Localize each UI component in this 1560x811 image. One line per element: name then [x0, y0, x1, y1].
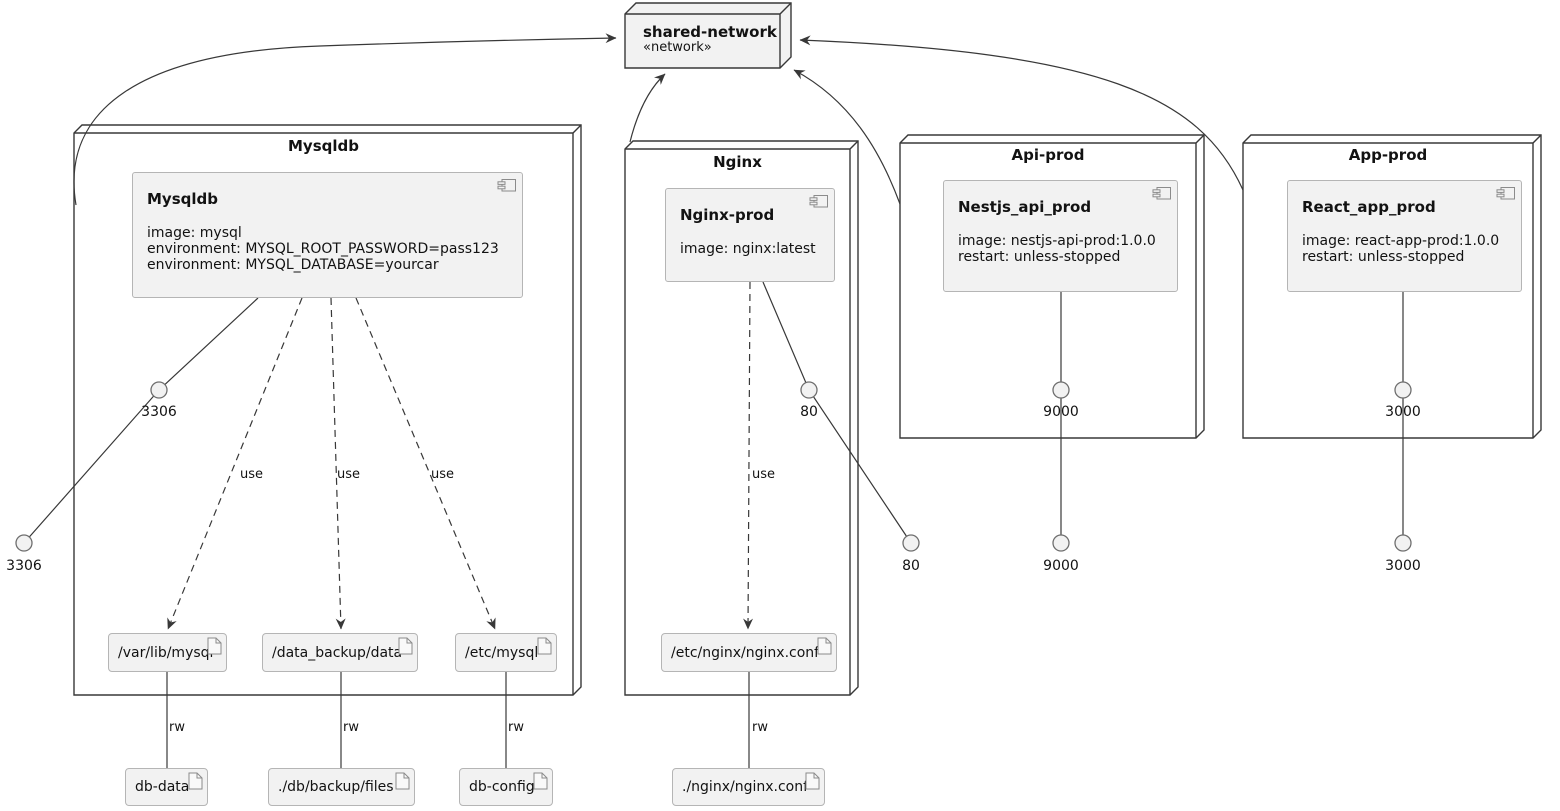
component-mysqldb: Mysqldb image: mysql environment: MYSQL_…	[132, 172, 523, 298]
port-label-api-inner: 9000	[1043, 404, 1079, 420]
artifact-etc-mysql: /etc/mysql	[455, 633, 557, 672]
volume-nginx-conf: ./nginx/nginx.conf	[672, 768, 825, 806]
artifact-var-lib-mysql: /var/lib/mysql	[108, 633, 227, 672]
port-label-mysqldb-outer: 3306	[6, 558, 42, 574]
file-icon	[207, 637, 222, 655]
artifact-label: ./db/backup/files	[278, 779, 394, 795]
port-label-nginx-outer: 80	[902, 558, 920, 574]
port-circle-app-inner	[1394, 381, 1412, 399]
artifact-label: db-config	[469, 779, 535, 795]
port-label-mysqldb-inner: 3306	[141, 404, 177, 420]
network-stereotype: «network»	[643, 40, 712, 55]
network-node: shared-network «network»	[643, 24, 777, 55]
use-label: use	[752, 467, 776, 482]
node-title-api-prod: Api-prod	[1011, 146, 1085, 164]
component-icon	[809, 195, 828, 208]
component-nestjs-api-prod: Nestjs_api_prod image: nestjs-api-prod:1…	[943, 180, 1178, 292]
use-label: use	[240, 467, 264, 482]
file-icon	[805, 772, 820, 790]
component-prop: environment: MYSQL_ROOT_PASSWORD=pass123	[147, 241, 499, 257]
node-title-mysqldb: Mysqldb	[288, 137, 359, 155]
file-icon	[533, 772, 548, 790]
artifact-label: ./nginx/nginx.conf	[682, 779, 809, 795]
artifact-etc-nginx-conf: /etc/nginx/nginx.conf	[661, 633, 837, 672]
edge-mysqldb-to-network	[73, 33, 617, 206]
node-title-nginx: Nginx	[713, 153, 762, 171]
artifact-label: /etc/mysql	[465, 644, 539, 661]
artifact-label: /data_backup/data	[272, 644, 403, 661]
file-icon	[817, 637, 832, 655]
port-circle-mysqldb-inner	[150, 381, 168, 399]
component-react-app-prod: React_app_prod image: react-app-prod:1.0…	[1287, 180, 1522, 292]
component-title: Nestjs_api_prod	[958, 198, 1092, 216]
rw-label: rw	[169, 720, 185, 735]
node-title-app-prod: App-prod	[1348, 146, 1428, 164]
component-title: Nginx-prod	[680, 206, 775, 224]
volume-db-data: db-data	[125, 768, 208, 806]
file-icon	[188, 772, 203, 790]
port-label-app-inner: 3000	[1385, 404, 1421, 420]
use-edge-nginx-conf	[743, 281, 754, 630]
component-prop: restart: unless-stopped	[958, 249, 1121, 265]
network-node-shape	[624, 2, 792, 69]
use-label: use	[431, 467, 455, 482]
port-circles	[15, 381, 1412, 552]
artifact-label: /var/lib/mysql	[118, 644, 214, 661]
volume-db-backup-files: ./db/backup/files	[268, 768, 415, 806]
port-label-api-outer: 9000	[1043, 558, 1079, 574]
artifact-label: db-data	[135, 779, 190, 795]
network-name: shared-network	[643, 23, 777, 41]
component-icon	[1152, 187, 1171, 200]
port-circle-mysqldb-outer	[15, 534, 33, 552]
port-circle-nginx-inner	[800, 381, 818, 399]
component-prop: environment: MYSQL_DATABASE=yourcar	[147, 257, 439, 273]
port-circle-nginx-outer	[902, 534, 920, 552]
component-nginx-prod: Nginx-prod image: nginx:latest	[665, 188, 835, 282]
component-prop: restart: unless-stopped	[1302, 249, 1465, 265]
edge-nginx-to-network	[629, 73, 666, 143]
volume-db-config: db-config	[459, 768, 553, 806]
rw-label: rw	[752, 720, 768, 735]
rw-label: rw	[343, 720, 359, 735]
artifact-label: /etc/nginx/nginx.conf	[671, 644, 820, 661]
file-icon	[398, 637, 413, 655]
port-label-app-outer: 3000	[1385, 558, 1421, 574]
file-icon	[537, 637, 552, 655]
port-label-nginx-inner: 80	[800, 404, 818, 420]
artifact-data-backup-data: /data_backup/data	[262, 633, 418, 672]
port-circle-app-outer	[1394, 534, 1412, 552]
edge-api-prod-to-network	[793, 69, 901, 205]
component-prop: image: mysql	[147, 225, 242, 241]
port-circle-api-outer	[1052, 534, 1070, 552]
file-icon	[395, 772, 410, 790]
port-circle-api-inner	[1052, 381, 1070, 399]
component-icon	[1496, 187, 1515, 200]
use-label: use	[337, 467, 361, 482]
component-prop: image: react-app-prod:1.0.0	[1302, 233, 1500, 249]
component-title: React_app_prod	[1302, 198, 1436, 216]
component-title: Mysqldb	[147, 190, 218, 208]
component-prop: image: nginx:latest	[680, 241, 816, 257]
component-icon	[497, 179, 516, 192]
edge-app-prod-to-network	[799, 35, 1244, 191]
rw-label: rw	[508, 720, 524, 735]
component-prop: image: nestjs-api-prod:1.0.0	[958, 233, 1156, 249]
